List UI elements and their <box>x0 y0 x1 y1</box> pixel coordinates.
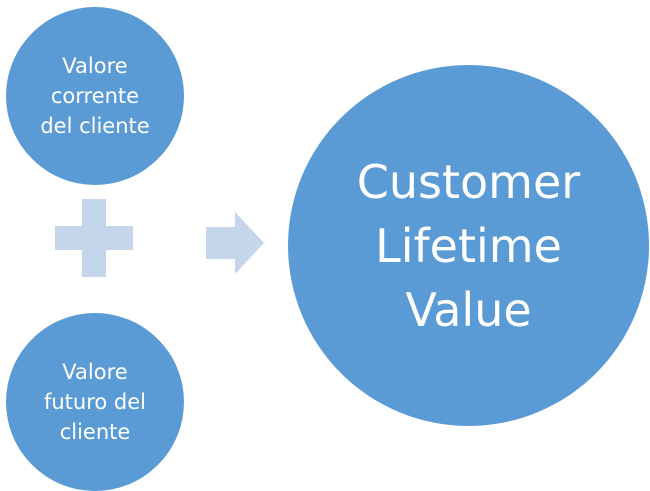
plus-icon <box>55 199 133 277</box>
future-customer-value-label: Valore futuro del cliente <box>43 360 147 444</box>
current-customer-value-label: Valore corrente del cliente <box>40 54 150 138</box>
arrow-right-icon <box>206 212 264 274</box>
customer-lifetime-value-circle: Customer Lifetime Value <box>288 65 649 426</box>
future-customer-value-circle: Valore futuro del cliente <box>6 313 184 491</box>
current-customer-value-circle: Valore corrente del cliente <box>6 7 184 185</box>
customer-lifetime-value-label: Customer Lifetime Value <box>356 154 581 337</box>
